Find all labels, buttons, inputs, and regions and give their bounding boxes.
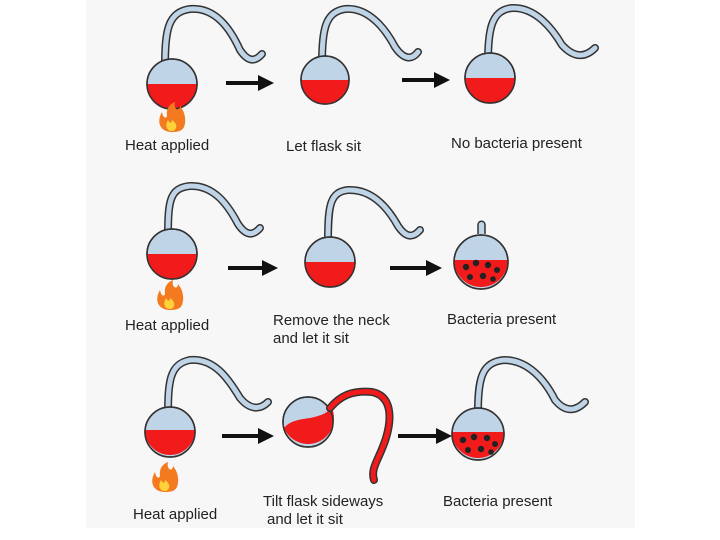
row3-step2-label-line1: Tilt flask sideways [263, 493, 384, 510]
row3-flask-result [451, 355, 589, 461]
row3-tilted-broth [284, 408, 334, 444]
bacteria-colony-icon [459, 433, 498, 455]
row1-step2-label: Let flask sit [286, 138, 362, 155]
row2-flask-neck-removed [304, 186, 424, 288]
row2-step1-label: Heat applied [125, 317, 210, 334]
row2-step3-label: Bacteria present [447, 311, 557, 328]
row3-flask-tilted [282, 387, 394, 484]
row1-step1-label: Heat applied [125, 137, 210, 154]
flame-icon [152, 462, 179, 492]
flame-icon [159, 102, 186, 132]
bacteria-colony-icon [462, 259, 500, 282]
row1-flask1-broth [147, 84, 197, 109]
flame-icon [157, 280, 184, 310]
row1-flask-heated [146, 4, 266, 110]
row2-step2-label-line2: and let it sit [273, 330, 349, 347]
row2-flask-heated [146, 182, 264, 280]
row3-tilted-neck [326, 387, 394, 484]
row3-flask-heated [144, 355, 272, 458]
row3-step2-label-line2: and let it sit [267, 511, 343, 528]
row1-step3-label: No bacteria present [451, 135, 582, 152]
row3-step3-label: Bacteria present [443, 493, 553, 510]
row3-step1-label: Heat applied [133, 506, 218, 523]
row2-step2-label-line1: Remove the neck [273, 312, 390, 329]
row2-flask-result [453, 220, 509, 290]
row1-flask-result [464, 4, 599, 104]
row1-flask-sitting [300, 4, 422, 105]
